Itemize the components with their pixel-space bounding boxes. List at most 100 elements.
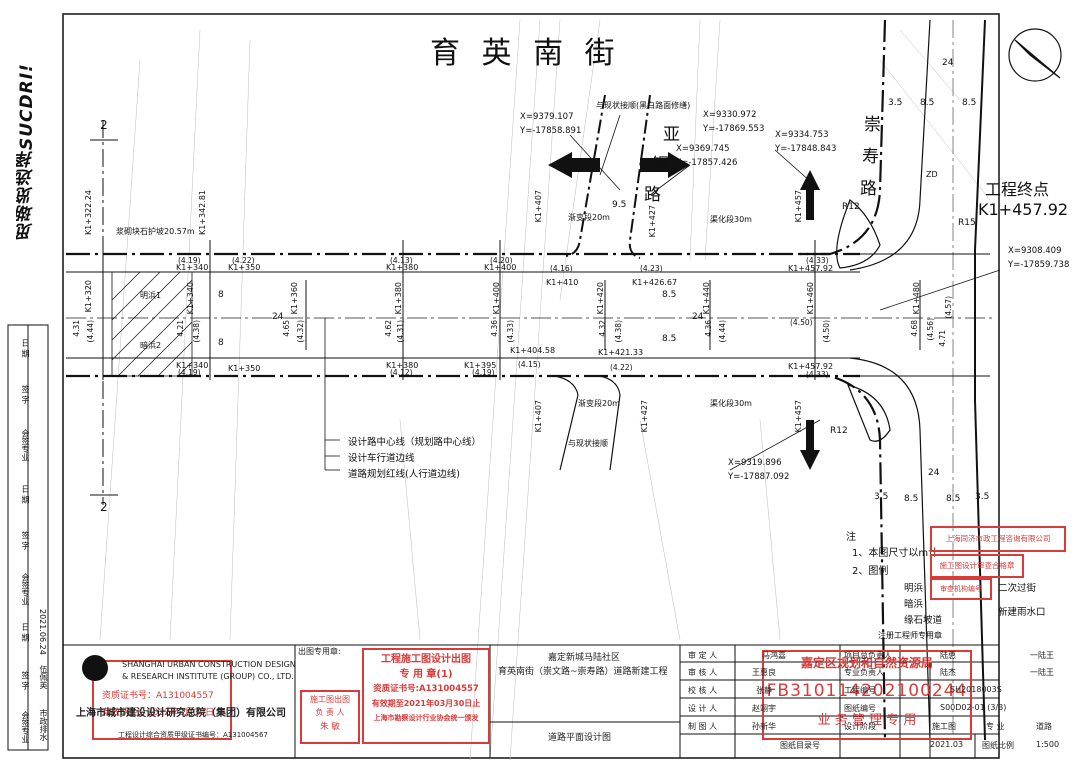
dim-35-b: 3.5: [874, 492, 889, 502]
signature-1: 一陆王: [1030, 651, 1054, 660]
role2-2: 工程编号: [844, 686, 876, 695]
station-upper-0: K1+322.24: [84, 190, 93, 236]
legend-line-1: 设计路中心线（规划路中心线）: [348, 437, 482, 448]
elev-upper-2: (4.13): [390, 256, 413, 265]
elev-mid-9: 4.36: [490, 320, 499, 337]
notes-heading: 注: [846, 532, 856, 543]
name-1: 王惠良: [752, 668, 776, 677]
legend-line-3: 道路规划红线(人行道边线): [348, 469, 460, 480]
left-strip: 日 期 签 字 会签专业 日 期 签 字 会签专业 日 期 签 字 会签专业 2…: [21, 339, 48, 743]
role2-4: 设计阶段: [844, 722, 876, 731]
connect-note-bottom: 与现状接顺: [568, 439, 608, 448]
role2-1: 专业负责人: [844, 668, 884, 677]
end-point-station: K1+457.92: [978, 200, 1069, 219]
elev-upper-1: (4.22): [232, 256, 255, 265]
company-logo-icon: [82, 655, 108, 681]
station-lower-7: K1+407: [534, 400, 543, 433]
dim-85-f: 8.5: [662, 334, 677, 344]
north-arrow-icon: [1008, 28, 1062, 82]
elev-lower-2: (4.19): [472, 368, 495, 377]
station-mid-6: K1+440: [702, 282, 711, 315]
role-2: 校 核 人: [688, 686, 718, 695]
culvert-label-b: 暗浜2: [140, 341, 162, 350]
drawing-frame: [62, 13, 1000, 759]
elev-mid-17: (4.56): [926, 318, 935, 341]
station-lower-1: K1+350: [228, 364, 261, 373]
role-4: 制 图 人: [688, 722, 718, 731]
drawing-name: 道路平面设计图: [548, 733, 612, 743]
title-block-frame: [63, 644, 999, 758]
culvert-hatch: [111, 271, 193, 377]
company-en-2: & RESEARCH INSTITUTE (GROUP) CO., LTD.: [122, 672, 294, 681]
station-mid-2: K1+360: [290, 282, 299, 315]
role-1: 审 核 人: [688, 668, 718, 677]
dim-85-a: 8.5: [920, 98, 935, 108]
station-upper-4: K1+380: [386, 263, 419, 272]
station-upper-7: K1+407: [534, 190, 543, 223]
station-mid-7: K1+460: [806, 282, 815, 315]
station-lower-2: K1+380: [386, 361, 419, 370]
chongshou-label-1: 崇: [864, 115, 881, 135]
role2-3: 图纸编号: [844, 704, 876, 713]
station-mid-0: K1+320: [84, 280, 93, 313]
chongshou-road: [800, 19, 990, 741]
stamp-planning-bureau: 嘉定区规划和自然资源局 FB310114202100244 业 务 管 理 专 …: [762, 650, 972, 740]
major-label: 专 业: [986, 722, 1005, 731]
dim-24-mid-a: 24: [272, 312, 284, 322]
stamp-issue: 施工图出图 负 责 人 朱 敏: [300, 690, 360, 744]
dim-24-top: 24: [942, 58, 954, 68]
dim-8-a: 8: [218, 290, 224, 300]
elev-mid-8: (4.33): [506, 320, 515, 343]
connect-note-top: 与现状接顺(黑白路面修缮): [596, 101, 691, 110]
name2-0: 陆惠: [940, 651, 956, 660]
elev-mid-1: 4.31: [72, 320, 81, 337]
station-mid-8: K1+480: [912, 282, 921, 315]
elev-mid-19: (4.57): [944, 296, 953, 319]
station-lower-5: K1+421.33: [598, 348, 644, 357]
station-upper-10: K1+457: [794, 190, 803, 223]
elev-upper-6: (4.33): [806, 256, 829, 265]
elev-lower-0: (4.19): [178, 368, 201, 377]
elev-mid-15: (4.50): [822, 320, 831, 343]
end-point-label: 工程终点: [985, 180, 1050, 199]
project-number: SH2018003S: [950, 685, 1002, 694]
station-lower-4: K1+404.58: [510, 346, 556, 355]
drawing-number: S00D02-01 (3/3): [940, 703, 1007, 712]
culvert-label-a: 明浜1: [140, 291, 162, 300]
widening-note-bottom: 渠化段30m: [710, 399, 752, 408]
street-title: 育 英 南 街: [430, 36, 621, 71]
elev-upper-0: (4.19): [178, 256, 201, 265]
station-upper-6: K1+410: [546, 278, 579, 287]
dim-95: 9.5: [612, 200, 627, 210]
yagang-label-1: 亚: [663, 125, 680, 145]
elev-mid-2: 4.21: [176, 320, 185, 337]
chongshou-label-3: 路: [860, 179, 877, 199]
station-mid-4: K1+400: [492, 282, 501, 315]
notes-2: 2、图例: [852, 566, 889, 577]
role2-0: 项目总负责人: [844, 651, 892, 660]
yagang-road: [554, 94, 651, 471]
elev-lower-5: (4.33): [806, 370, 829, 379]
arrows: [548, 152, 820, 470]
elev-lower-4: (4.22): [610, 363, 633, 372]
project-line-2: 育英南街（崇文路~崇寿路）道路新建工程: [498, 667, 668, 677]
station-upper-1: K1+342.81: [198, 190, 207, 236]
scale-value: 1:500: [1036, 740, 1060, 749]
project-line-1: 嘉定新城马陆社区: [548, 653, 621, 663]
yagang-label-3: 路: [644, 185, 661, 205]
elev-mid-14: (4.50): [790, 318, 813, 327]
elev-lower-1: (4.12): [390, 368, 413, 377]
r12-b: R12: [830, 426, 848, 436]
chutu-label: 出图专用章:: [298, 647, 341, 656]
date-value: 2021.03: [930, 740, 964, 749]
station-upper-5: K1+400: [484, 263, 517, 272]
stamp-consult-company: 上海同济市政工程咨询有限公司: [930, 526, 1066, 552]
archive-label: 图纸目录号: [780, 741, 820, 750]
retaining-note: 浆砌块石护坡20.57m: [116, 227, 195, 236]
station-upper-3: K1+350: [228, 263, 261, 272]
